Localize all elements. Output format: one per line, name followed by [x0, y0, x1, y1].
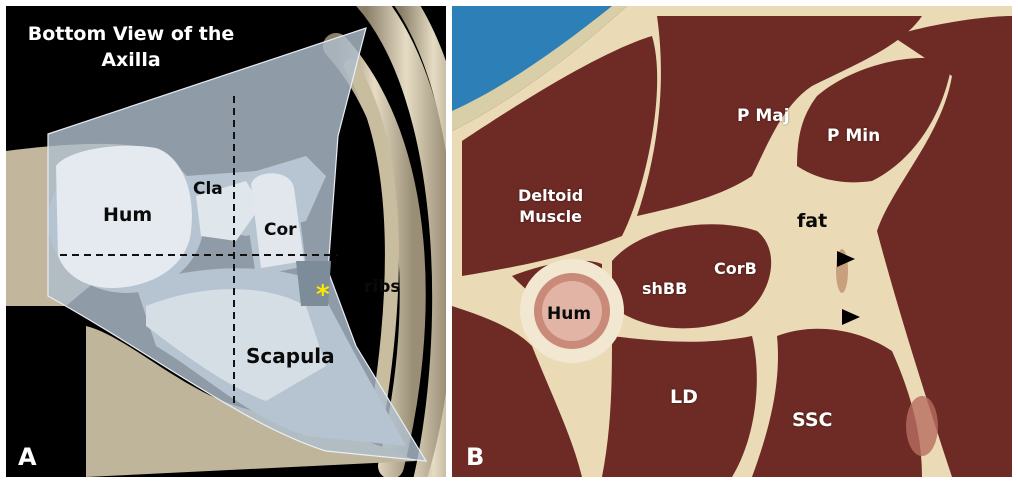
label-scapula: Scapula [246, 344, 335, 368]
label-hum-a: Hum [103, 204, 152, 226]
label-cor: Cor [264, 220, 297, 240]
arrowhead-upper-icon [837, 251, 855, 267]
label-cla: Cla [193, 179, 223, 199]
label-ld: LD [670, 386, 698, 408]
panel-b-cross-section-photo: P Maj P Min Deltoid Muscle fat CorB shBB… [452, 6, 1012, 477]
panel-a-title-line1: Bottom View of the [6, 22, 256, 48]
label-hum-b: Hum [547, 304, 591, 324]
panel-a-bottom-view-illustration: Bottom View of the Axilla Hum Cla Cor ri… [6, 6, 446, 477]
panel-a-letter: A [18, 443, 37, 471]
label-ribs: ribs [364, 277, 401, 297]
label-fat: fat [797, 210, 827, 232]
asterisk-marker: * [316, 280, 330, 310]
label-deltoid-muscle: Deltoid Muscle [518, 186, 583, 228]
axilla-bone-illustration [6, 6, 446, 477]
label-deltoid-line2: Muscle [518, 207, 583, 228]
panel-a-title-line2: Axilla [6, 48, 256, 74]
label-p-maj: P Maj [737, 106, 790, 126]
label-corb: CorB [714, 259, 757, 278]
label-ssc: SSC [792, 409, 832, 431]
label-p-min: P Min [827, 126, 880, 146]
cross-section-drawing [452, 6, 1012, 477]
label-deltoid-line1: Deltoid [518, 186, 583, 207]
panel-a-title: Bottom View of the Axilla [6, 22, 256, 73]
panel-b-letter: B [466, 443, 484, 471]
arrowhead-lower-icon [842, 309, 860, 325]
label-shbb: shBB [642, 279, 687, 298]
